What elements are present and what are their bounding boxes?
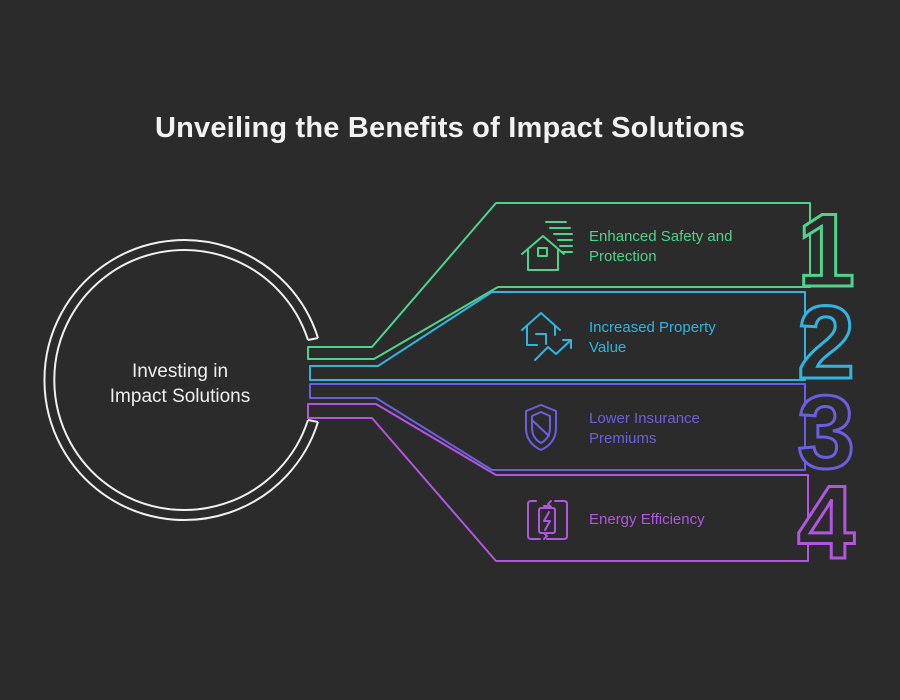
band-4-outline [307, 403, 809, 562]
house-storm-icon [521, 221, 573, 271]
battery-cycle-icon [527, 500, 568, 540]
benefit-number-2: 2 [797, 285, 855, 401]
benefit-number-1: 1 [797, 193, 855, 309]
center-label-line-1: Investing in [132, 361, 228, 382]
benefit-number-4: 4 [797, 465, 855, 581]
center-ring-inner [53, 249, 309, 511]
benefit-band-3 [309, 383, 806, 471]
band-1-outline [307, 202, 811, 360]
benefit-band-4 [307, 403, 809, 562]
benefit-number-3: 3 [797, 375, 855, 491]
band-3-outline [309, 383, 806, 471]
benefit-4-label: Energy Efficiency [589, 511, 705, 528]
benefit-3-label-line-2: Premiums [589, 430, 657, 447]
benefit-2-label-line-2: Value [589, 339, 626, 356]
center-ring-outer [43, 239, 319, 521]
diagram-title: Unveiling the Benefits of Impact Solutio… [154, 112, 746, 144]
benefit-band-1 [307, 202, 811, 360]
benefit-1-label-line-2: Protection [589, 248, 657, 265]
center-ring-cap-top [307, 337, 319, 341]
benefit-3-label-line-1: Lower Insurance [589, 410, 700, 427]
house-growth-icon [521, 312, 572, 361]
center-ring-cap-bottom [307, 419, 319, 423]
center-label-line-2: Impact Solutions [110, 386, 250, 407]
benefit-band-2 [309, 291, 806, 381]
benefit-1-label-line-1: Enhanced Safety and [589, 228, 732, 245]
center-node: Investing in Impact Solutions [43, 239, 319, 521]
shield-slash-icon [525, 404, 557, 451]
band-2-outline [309, 291, 806, 381]
benefit-2-label-line-1: Increased Property [589, 319, 716, 336]
